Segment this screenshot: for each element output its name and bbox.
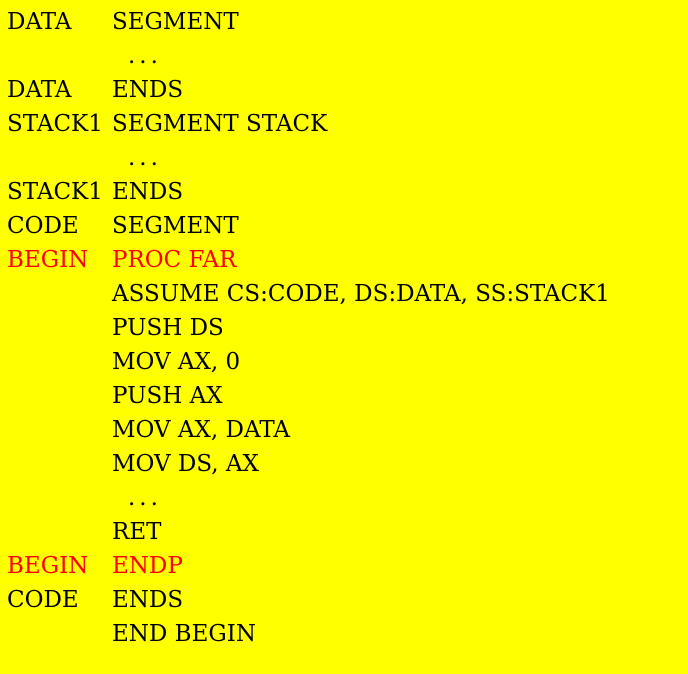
code-label: DATA xyxy=(7,77,72,103)
code-label: STACK1 xyxy=(7,111,103,137)
code-operand: ASSUME CS:CODE, DS:DATA, SS:STACK1 xyxy=(112,281,610,307)
code-line: END BEGIN xyxy=(0,617,688,651)
code-operand: ENDS xyxy=(112,77,184,103)
code-operand: PROC FAR xyxy=(112,247,237,273)
code-line: CODE SEGMENT xyxy=(0,209,688,243)
code-operand: RET xyxy=(112,519,162,545)
code-line: RET xyxy=(0,515,688,549)
code-operand: ENDS xyxy=(112,587,184,613)
code-ellipsis: ... xyxy=(128,485,162,511)
code-line: MOV AX, 0 xyxy=(0,345,688,379)
code-operand: PUSH AX xyxy=(112,383,223,409)
code-line: ASSUME CS:CODE, DS:DATA, SS:STACK1 xyxy=(0,277,688,311)
code-operand: ENDS xyxy=(112,179,184,205)
code-line: DATA SEGMENT xyxy=(0,5,688,39)
code-line: BEGIN ENDP xyxy=(0,549,688,583)
code-line: PUSH AX xyxy=(0,379,688,413)
code-label: CODE xyxy=(7,587,79,613)
code-label: CODE xyxy=(7,213,79,239)
code-line: DATA ENDS xyxy=(0,73,688,107)
code-operand: END BEGIN xyxy=(112,621,256,647)
code-operand: SEGMENT STACK xyxy=(112,111,328,137)
code-line: MOV DS, AX xyxy=(0,447,688,481)
code-line: ... xyxy=(0,481,688,515)
code-operand: SEGMENT xyxy=(112,9,239,35)
code-label: BEGIN xyxy=(7,247,89,273)
code-ellipsis: ... xyxy=(128,43,162,69)
code-line: ... xyxy=(0,39,688,73)
code-line: STACK1 ENDS xyxy=(0,175,688,209)
code-operand: PUSH DS xyxy=(112,315,224,341)
code-line: MOV AX, DATA xyxy=(0,413,688,447)
code-line: ... xyxy=(0,141,688,175)
code-line: PUSH DS xyxy=(0,311,688,345)
code-operand: MOV DS, AX xyxy=(112,451,259,477)
code-operand: MOV AX, DATA xyxy=(112,417,291,443)
code-line: CODE ENDS xyxy=(0,583,688,617)
code-operand: SEGMENT xyxy=(112,213,239,239)
code-label: DATA xyxy=(7,9,72,35)
code-label: BEGIN xyxy=(7,553,89,579)
code-line: STACK1 SEGMENT STACK xyxy=(0,107,688,141)
code-label: STACK1 xyxy=(7,179,103,205)
code-line: BEGIN PROC FAR xyxy=(0,243,688,277)
code-operand: ENDP xyxy=(112,553,183,579)
code-operand: MOV AX, 0 xyxy=(112,349,241,375)
code-ellipsis: ... xyxy=(128,145,162,171)
